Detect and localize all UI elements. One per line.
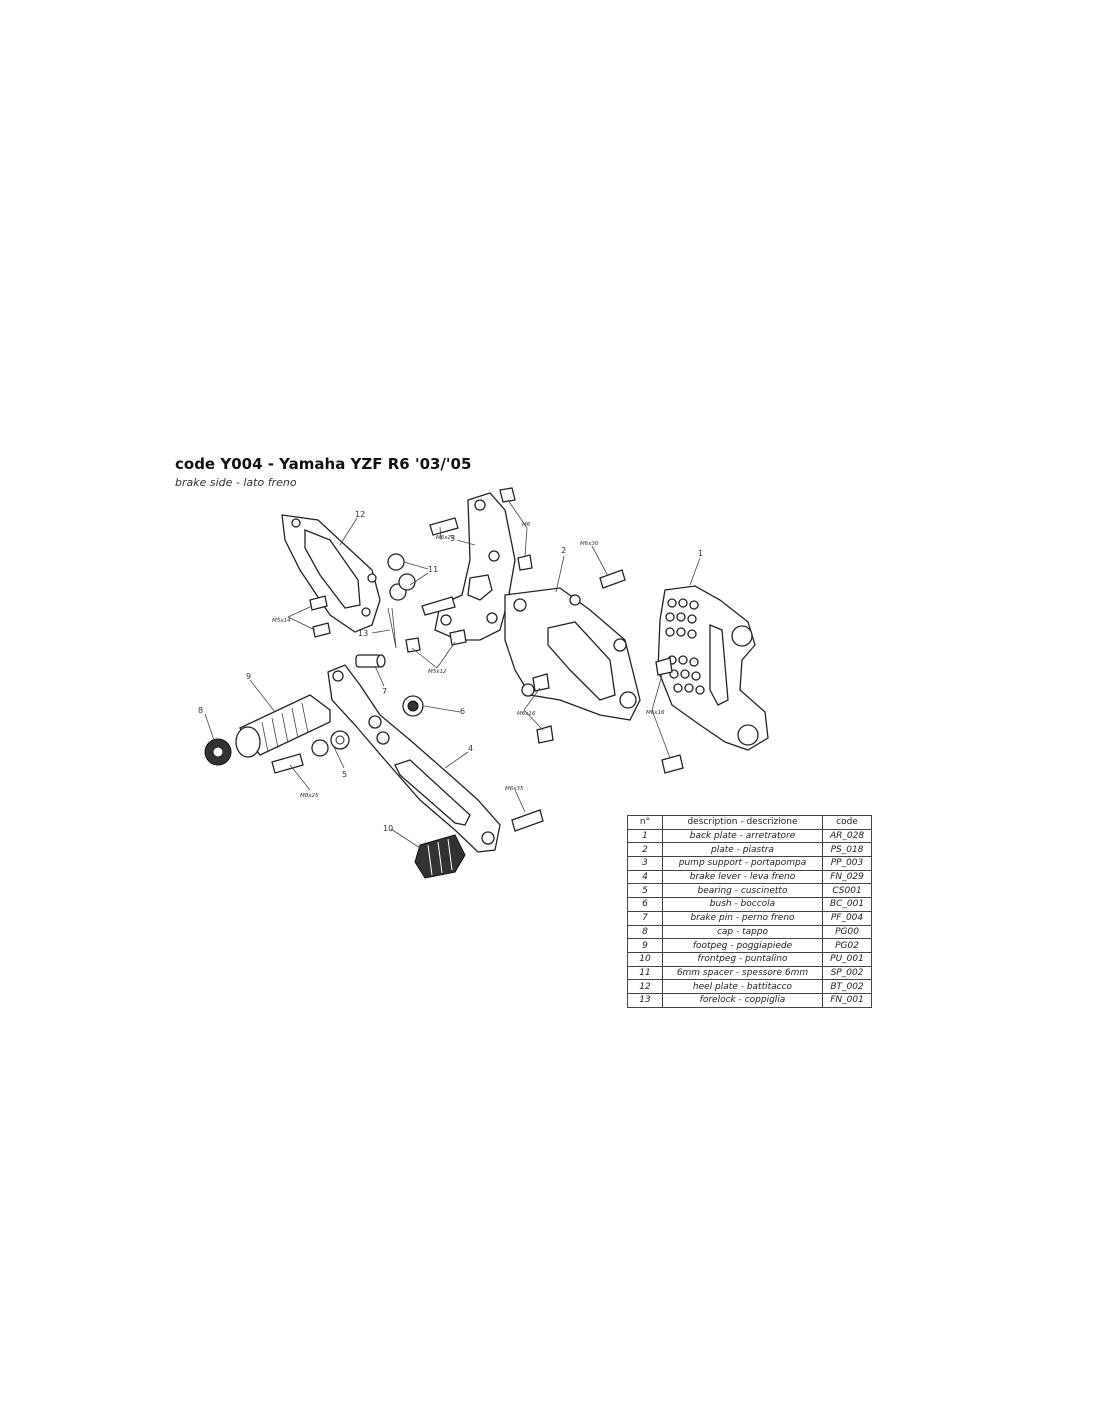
bolt-label-m8x25: M8x25 xyxy=(300,793,319,799)
column-header-description: description - descrizione xyxy=(662,815,823,830)
callout-6: 6 xyxy=(460,707,465,716)
callout-2: 2 xyxy=(561,546,566,555)
bush-part xyxy=(402,695,424,717)
column-header-number: n° xyxy=(627,815,663,830)
diagram-title: code Y004 - Yamaha YZF R6 '03/'05 xyxy=(175,455,472,473)
back-plate-holes xyxy=(665,598,705,695)
callout-8: 8 xyxy=(198,706,203,715)
bolt-label-m6x16-b: M6x16 xyxy=(646,710,665,716)
bolt-label-m5x12: M5x12 xyxy=(428,669,447,675)
callout-11: 11 xyxy=(428,565,438,574)
bolt-label-m6x20: M6x20 xyxy=(436,535,455,541)
footpeg-grip-ridges xyxy=(261,702,309,753)
callout-12: 12 xyxy=(355,510,365,519)
forelock-part xyxy=(387,607,397,649)
table-header-row: n° description - descrizione code xyxy=(627,815,872,830)
callout-13: 13 xyxy=(358,629,368,638)
diagram-subtitle: brake side - lato freno xyxy=(175,476,297,489)
bearing-parts xyxy=(311,730,350,757)
back-plate-part xyxy=(657,585,769,751)
callout-7: 7 xyxy=(382,687,387,696)
column-header-code: code xyxy=(822,815,872,830)
callout-3: 3 xyxy=(450,534,455,543)
brake-pin-part xyxy=(355,654,386,668)
bolts xyxy=(271,487,684,832)
footpeg-part xyxy=(235,694,331,758)
spacer-parts xyxy=(387,553,416,601)
callout-numbers: 1 2 3 4 5 6 7 8 9 10 11 12 13 xyxy=(198,510,703,833)
callout-9: 9 xyxy=(246,672,251,681)
bolt-label-m6: M6 xyxy=(522,522,531,528)
heel-plate-part xyxy=(281,514,381,633)
cap-part xyxy=(204,738,232,766)
plate-part xyxy=(504,587,641,721)
callout-5: 5 xyxy=(342,770,347,779)
bolt-label-m6x35: M6x35 xyxy=(505,786,524,792)
callout-10: 10 xyxy=(383,824,393,833)
leader-lines xyxy=(204,499,701,849)
bolt-label-m5x14: M5x14 xyxy=(272,618,291,624)
frontpeg-part xyxy=(414,834,466,879)
bolt-size-labels: M6x30 M6x20 M6 M5x14 M5x12 M6x16 M6x16 M… xyxy=(272,522,665,799)
callout-1: 1 xyxy=(698,549,703,558)
bolt-label-m6x16-a: M6x16 xyxy=(517,711,536,717)
brake-lever-part xyxy=(327,664,501,853)
callout-4: 4 xyxy=(468,744,473,753)
bolt-label-m6x30: M6x30 xyxy=(580,541,599,547)
pump-support-part xyxy=(434,492,516,641)
